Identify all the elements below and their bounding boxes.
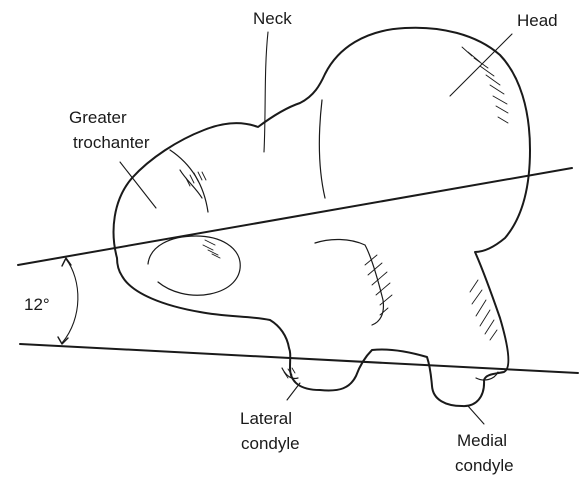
posterior-shaft-hatch (470, 280, 497, 340)
angle-arc (62, 259, 78, 343)
lateral-condyle-leader (287, 383, 300, 400)
label-greater-trochanter-1: Greater (69, 108, 127, 127)
label-angle: 12° (24, 295, 50, 314)
label-medial-condyle-2: condyle (455, 456, 514, 475)
lesser-trochanter-loop (148, 236, 240, 295)
angle-arrow-bottom (58, 337, 68, 344)
neck-axis-line (18, 168, 572, 265)
label-head: Head (517, 11, 558, 30)
trochanter-hatch (186, 172, 206, 186)
label-lateral-condyle-2: condyle (241, 434, 300, 453)
label-medial-condyle-1: Medial (457, 431, 507, 450)
label-neck: Neck (253, 9, 292, 28)
neck-leader (264, 32, 268, 152)
head-hatch (462, 47, 508, 123)
label-lateral-condyle-1: Lateral (240, 409, 292, 428)
head-leader (450, 34, 512, 96)
condylar-axis-line (20, 344, 578, 373)
label-greater-trochanter-2: trochanter (73, 133, 150, 152)
head-neck-junction-line (319, 100, 325, 198)
femur-outline (114, 28, 530, 406)
greater-trochanter-leader (120, 162, 156, 208)
intercondylar-notch-contour (315, 239, 383, 325)
lesser-trochanter-hatch (203, 240, 220, 258)
medial-condyle-leader (468, 406, 484, 424)
